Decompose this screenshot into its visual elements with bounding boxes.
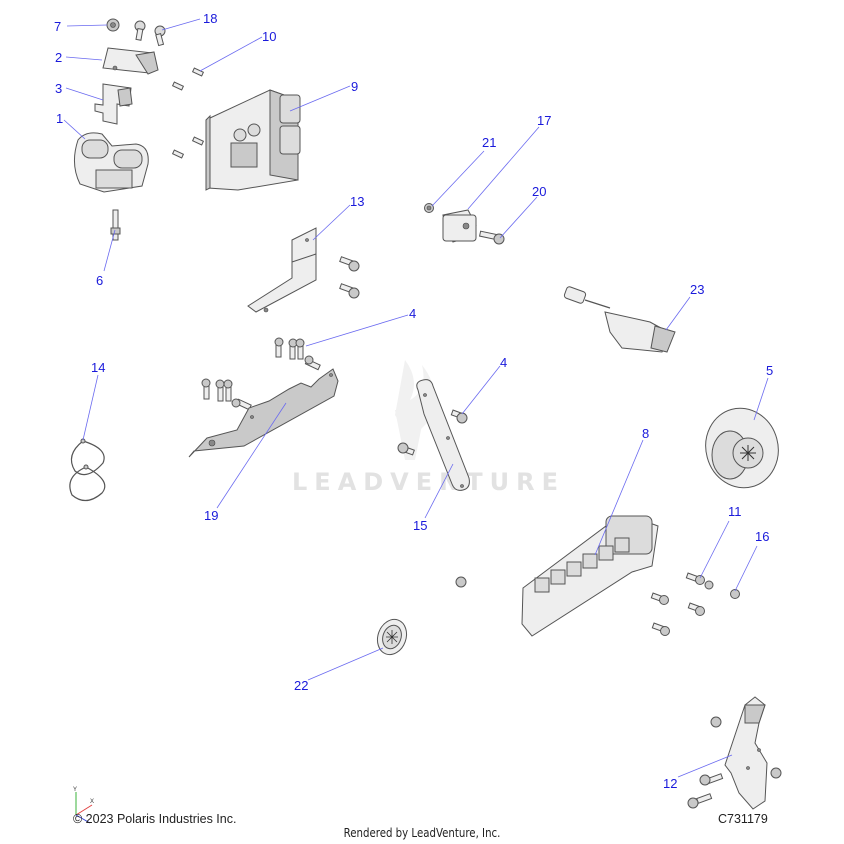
callout-6[interactable]: 6 bbox=[96, 273, 103, 288]
part-3-clip[interactable] bbox=[94, 83, 133, 125]
part-9-ecu-module[interactable] bbox=[205, 89, 301, 191]
part-8-connector-block[interactable] bbox=[521, 515, 659, 637]
rendered-by-text: Rendered by LeadVenture, Inc. bbox=[343, 826, 501, 840]
callouts: 7 18 2 10 3 9 1 21 17 20 13 6 23 4 14 4 … bbox=[54, 11, 773, 791]
callout-4-right[interactable]: 4 bbox=[500, 355, 507, 370]
part-12-fasteners[interactable] bbox=[687, 716, 782, 809]
part-18-screws[interactable] bbox=[134, 20, 166, 47]
part-19-bracket[interactable] bbox=[188, 368, 339, 458]
callout-20[interactable]: 20 bbox=[532, 184, 546, 199]
watermark-text: LEADVENTURE bbox=[292, 468, 565, 496]
callout-10[interactable]: 10 bbox=[262, 29, 276, 44]
callout-9[interactable]: 9 bbox=[351, 79, 358, 94]
callout-17[interactable]: 17 bbox=[537, 113, 551, 128]
callout-4-upper[interactable]: 4 bbox=[409, 306, 416, 321]
part-1-ignition-coil[interactable] bbox=[74, 132, 149, 193]
callout-7[interactable]: 7 bbox=[54, 19, 61, 34]
part-17-rubber-block[interactable] bbox=[442, 209, 477, 243]
part-15-bolts[interactable] bbox=[397, 409, 468, 456]
part-10-screws[interactable] bbox=[171, 67, 205, 159]
axis-x-label: X bbox=[90, 799, 94, 805]
part-13-bolts[interactable] bbox=[339, 256, 360, 299]
callout-15[interactable]: 15 bbox=[413, 518, 427, 533]
axis-y-label: Y bbox=[73, 787, 77, 793]
part-7-nut[interactable] bbox=[106, 18, 120, 32]
part-15-strap[interactable] bbox=[416, 379, 470, 491]
callout-8[interactable]: 8 bbox=[642, 426, 649, 441]
leader-lines bbox=[63, 18, 769, 778]
callout-19[interactable]: 19 bbox=[204, 508, 218, 523]
copyright-text: © 2023 Polaris Industries Inc. bbox=[73, 812, 237, 826]
callout-21[interactable]: 21 bbox=[482, 135, 496, 150]
callout-14[interactable]: 14 bbox=[91, 360, 105, 375]
callout-23[interactable]: 23 bbox=[690, 282, 704, 297]
part-small-grommet[interactable] bbox=[455, 576, 467, 588]
part-21-nut[interactable] bbox=[424, 203, 434, 213]
part-2-bracket[interactable] bbox=[102, 47, 159, 75]
part-11-screws[interactable] bbox=[650, 572, 714, 636]
drawing-number: C731179 bbox=[718, 812, 768, 826]
part-23-sensor[interactable] bbox=[563, 286, 676, 353]
connector-slots bbox=[534, 537, 630, 593]
part-5-grommet[interactable] bbox=[697, 400, 787, 496]
part-22-grommet[interactable] bbox=[373, 615, 412, 658]
axis-triad: Y X bbox=[73, 787, 94, 824]
part-14-clamp[interactable] bbox=[69, 438, 106, 502]
callout-16[interactable]: 16 bbox=[755, 529, 769, 544]
part-6-bolt[interactable] bbox=[110, 209, 121, 241]
part-12-bracket[interactable] bbox=[724, 696, 768, 810]
part-13-bracket[interactable] bbox=[247, 227, 317, 313]
callout-1[interactable]: 1 bbox=[56, 111, 63, 126]
callout-5[interactable]: 5 bbox=[766, 363, 773, 378]
callout-12[interactable]: 12 bbox=[663, 776, 677, 791]
part-4-bolts-upper[interactable] bbox=[274, 337, 321, 371]
callout-3[interactable]: 3 bbox=[55, 81, 62, 96]
star-slot-icon bbox=[740, 445, 756, 461]
part-4-bolts-left[interactable] bbox=[201, 378, 252, 411]
callout-13[interactable]: 13 bbox=[350, 194, 364, 209]
star-slot-icon bbox=[386, 630, 398, 644]
callout-11[interactable]: 11 bbox=[728, 504, 742, 519]
callout-22[interactable]: 22 bbox=[294, 678, 308, 693]
callout-18[interactable]: 18 bbox=[203, 11, 217, 26]
callout-2[interactable]: 2 bbox=[55, 50, 62, 65]
part-16-nut[interactable] bbox=[730, 589, 740, 599]
